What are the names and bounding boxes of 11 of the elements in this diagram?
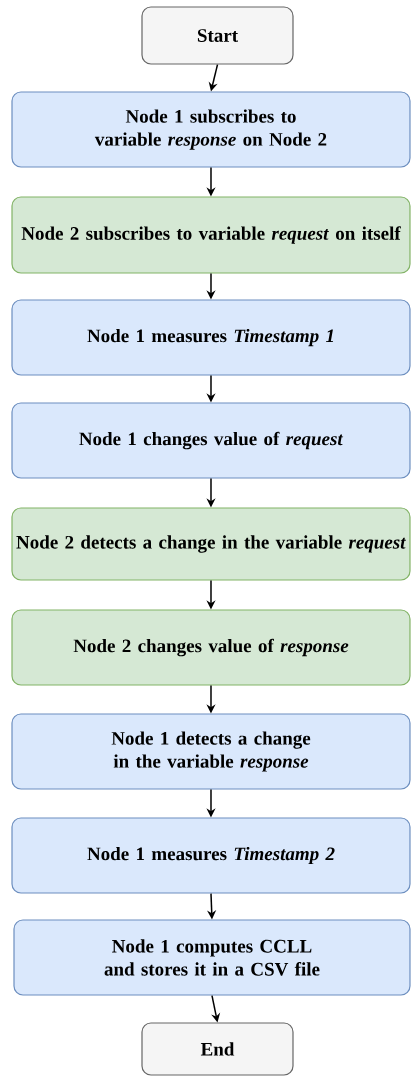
process-box: Node 1 measures Timestamp 1	[11, 299, 411, 376]
terminal-box: Start	[141, 6, 294, 65]
process-box: Node 1 measures Timestamp 2	[11, 817, 411, 894]
terminal-box: End	[141, 1022, 294, 1076]
process-box: Node 2 detects a change in the variable request	[11, 507, 411, 581]
process-box: Node 1 detects a change in the variable response	[11, 713, 411, 790]
process-box: Node 2 subscribes to variable request on itself	[11, 196, 411, 274]
process-box: Node 1 computes CCLL and stores it in a CSV file	[13, 919, 411, 996]
process-box: Node 2 changes value of response	[11, 609, 411, 686]
process-box: Node 1 subscribes to variable response on Node 2	[11, 91, 411, 168]
process-box: Node 1 changes value of request	[11, 402, 411, 479]
